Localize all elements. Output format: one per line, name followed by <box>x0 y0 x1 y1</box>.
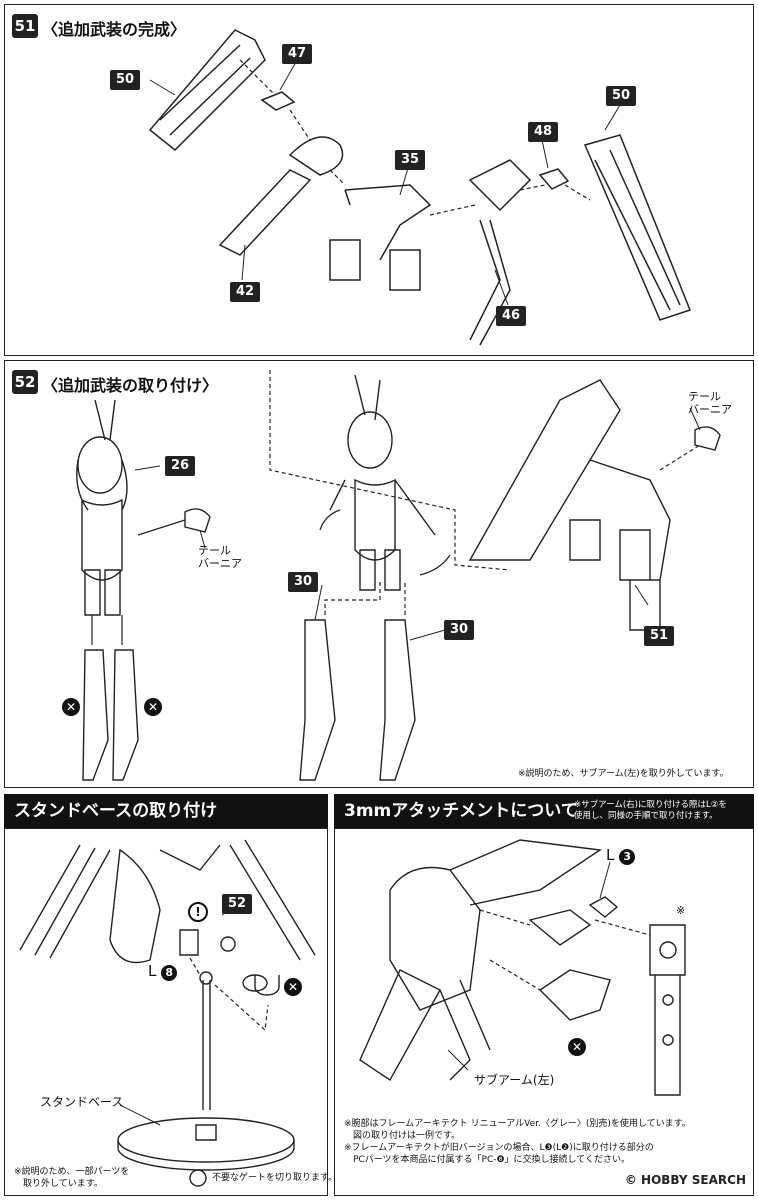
stand-note-gate: 不要なゲートを切り取ります。 <box>212 1173 338 1183</box>
part-50-right-badge: 50 <box>606 86 636 106</box>
attachment-asterisk: ※ <box>676 904 686 917</box>
step-52-title: 〈追加武装の取り付け〉 <box>42 376 219 395</box>
step-51-panel <box>4 4 754 356</box>
l3-label: L 3 <box>606 846 636 865</box>
attachment-footnote: ※腕部はフレームアーキテクト リニューアルVer.〈グレー〉(別売)を使用してい… <box>344 1119 691 1165</box>
remove-mark-attachment: ✕ <box>568 1038 586 1056</box>
step-52-panel <box>4 360 754 788</box>
part-48-badge: 48 <box>528 122 558 142</box>
stand-base-label: スタンドベース <box>40 1095 124 1109</box>
remove-mark-right: ✕ <box>144 698 162 716</box>
step-52-number: 52 <box>12 370 38 394</box>
stand-base-panel <box>4 828 328 1196</box>
l8-number: 8 <box>161 965 178 981</box>
attachment-header-note: ※サブアーム(右)に取り付ける際はL②を 使用し、同様の手順で取り付けます。 <box>574 800 727 821</box>
tail-vernier-label-right: テール バーニア <box>688 390 732 416</box>
step-51-title: 〈追加武装の完成〉 <box>42 20 187 39</box>
part-46-badge: 46 <box>496 306 526 326</box>
part-35-badge: 35 <box>395 150 425 170</box>
remove-mark-stand: ✕ <box>284 978 302 996</box>
part-26-badge: 26 <box>165 456 195 476</box>
l3-number: 3 <box>619 849 636 865</box>
part-42-badge: 42 <box>230 282 260 302</box>
step-52-note: ※説明のため、サブアーム(左)を取り外しています。 <box>518 769 729 779</box>
attachment-panel <box>334 828 754 1196</box>
part-51-badge: 51 <box>644 626 674 646</box>
part-47-badge: 47 <box>282 44 312 64</box>
hobby-search-watermark: © HOBBY SEARCH <box>620 1172 750 1188</box>
tail-vernier-label-left: テール バーニア <box>198 544 242 570</box>
part-52-badge: 52 <box>222 894 252 914</box>
stand-base-header: スタンドベースの取り付け <box>4 794 328 828</box>
part-30-left-badge: 30 <box>288 572 318 592</box>
part-30-right-badge: 30 <box>444 620 474 640</box>
stand-note-left: ※説明のため、一部パーツを 取り外しています。 <box>14 1167 130 1189</box>
remove-mark-left: ✕ <box>62 698 80 716</box>
subarm-left-label: サブアーム(左) <box>474 1073 555 1087</box>
l8-label: L 8 <box>148 962 178 981</box>
attachment-header: 3mmアタッチメントについて <box>334 794 754 828</box>
step-51-number: 51 <box>12 14 38 38</box>
caution-mark: ! <box>188 902 208 922</box>
part-50-left-badge: 50 <box>110 70 140 90</box>
